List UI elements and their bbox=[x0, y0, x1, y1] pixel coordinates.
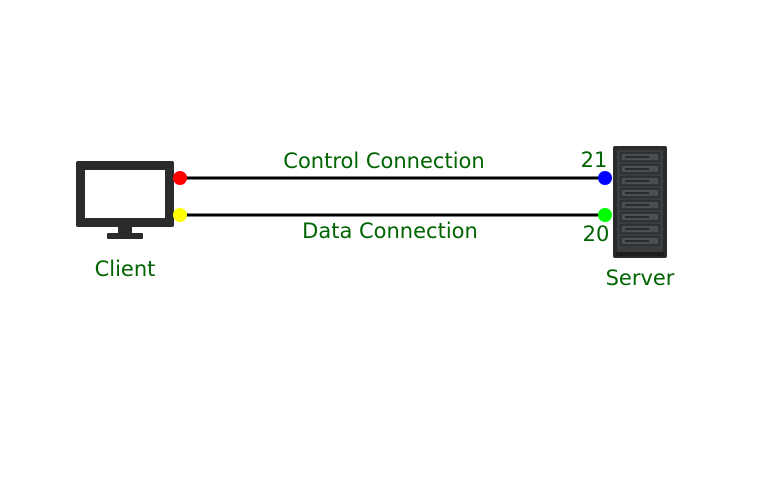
server-drive-slot bbox=[625, 228, 649, 230]
server-drive-slot bbox=[625, 180, 649, 182]
client-control-port-dot bbox=[173, 171, 187, 185]
client-data-port-dot bbox=[173, 208, 187, 222]
client-label: Client bbox=[95, 257, 156, 281]
server-drive-slot bbox=[625, 240, 649, 242]
monitor-icon bbox=[76, 161, 174, 239]
server-tower-icon bbox=[613, 146, 667, 258]
server-drive-slot bbox=[625, 216, 649, 218]
server-control-port-dot bbox=[598, 171, 612, 185]
control-connection-label: Control Connection bbox=[283, 149, 484, 173]
control-port-number: 21 bbox=[581, 148, 608, 172]
data-connection-label: Data Connection bbox=[302, 219, 478, 243]
server-data-port-dot bbox=[598, 208, 612, 222]
data-port-number: 20 bbox=[583, 222, 610, 246]
server-label: Server bbox=[606, 266, 675, 290]
server-drive-slot bbox=[625, 168, 649, 170]
server-drive-slot bbox=[625, 156, 649, 158]
server-drive-slot bbox=[625, 192, 649, 194]
server-drive-slot bbox=[625, 204, 649, 206]
